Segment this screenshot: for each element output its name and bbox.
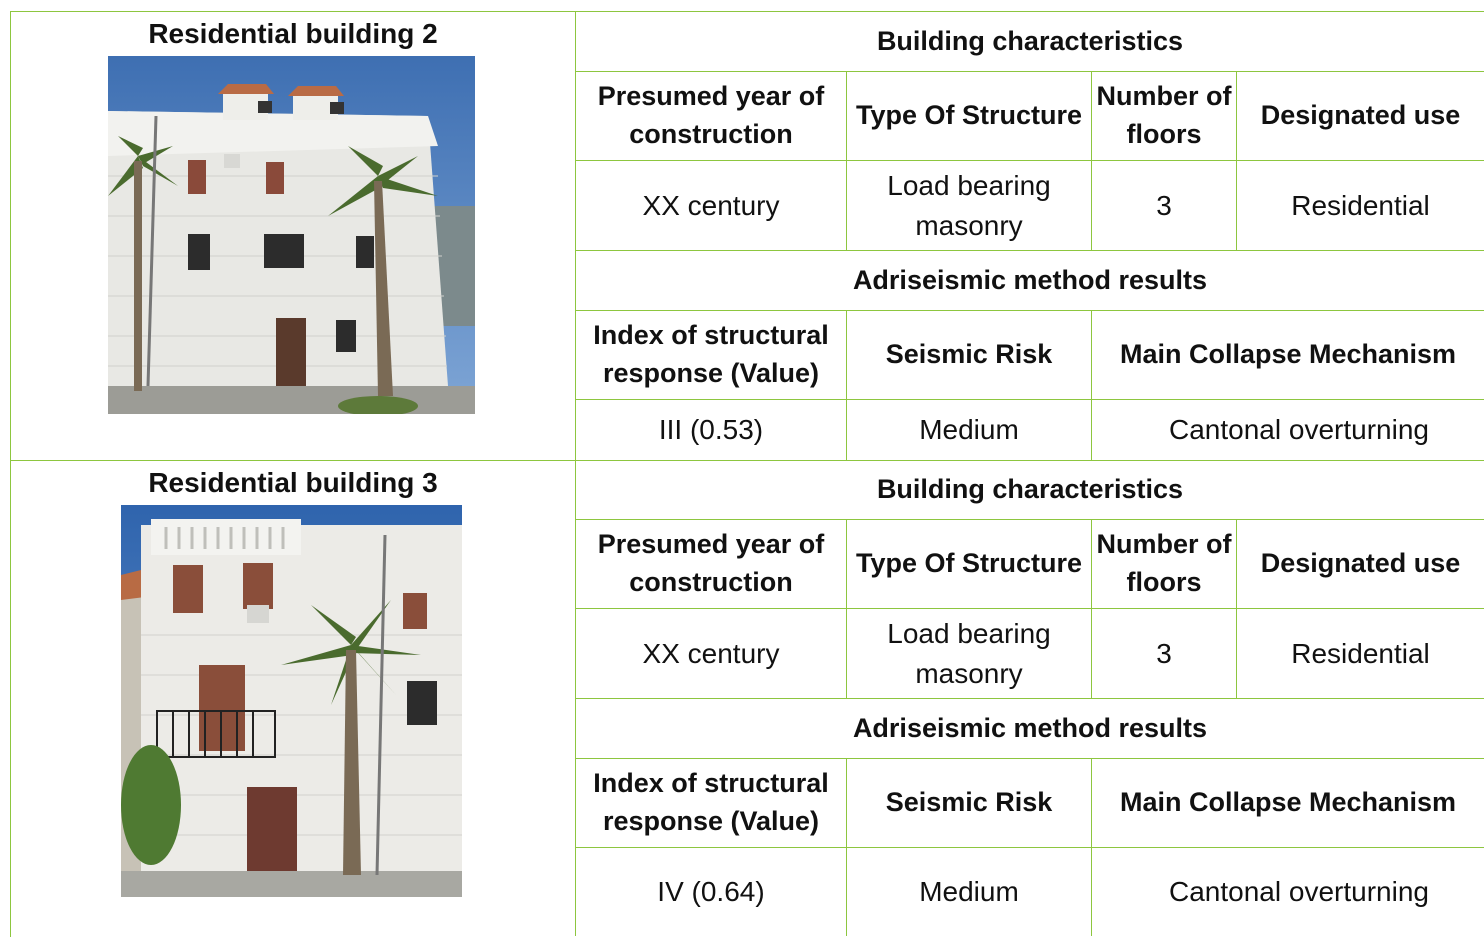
column-divider	[1091, 519, 1092, 698]
table-cell: Residential	[1291, 637, 1430, 669]
table-frame	[10, 11, 1484, 937]
building-title: Residential building 2	[148, 18, 438, 49]
column-divider	[846, 519, 847, 698]
row-divider	[576, 847, 1484, 848]
row-divider	[576, 758, 1484, 759]
column-header: Seismic Risk	[885, 787, 1053, 818]
table-cell: Load bearing masonry	[887, 618, 1051, 689]
characteristics-header: Building characteristics	[876, 474, 1184, 505]
table-cell: Cantonal overturning	[1169, 876, 1429, 908]
row-divider	[576, 698, 1484, 699]
column-divider	[575, 11, 576, 936]
building-title: Residential building 3	[148, 467, 438, 498]
column-divider	[846, 758, 847, 936]
column-divider	[1236, 71, 1237, 250]
row-divider	[576, 250, 1484, 251]
column-header: Type Of Structure	[855, 548, 1083, 579]
row-divider	[576, 310, 1484, 311]
table-cell: Residential	[1291, 189, 1430, 221]
table-cell: IV (0.64)	[657, 876, 765, 908]
column-divider	[1091, 310, 1092, 460]
table-cell: Cantonal overturning	[1169, 414, 1429, 446]
table-cell: Medium	[919, 414, 1019, 446]
row-divider	[576, 399, 1484, 400]
row-divider	[576, 608, 1484, 609]
column-header: Designated use	[1260, 548, 1461, 579]
column-header: Index of structural response (Value)	[593, 768, 829, 836]
table-cell: Medium	[919, 876, 1019, 908]
column-header: Seismic Risk	[885, 339, 1053, 370]
table-cell: 3	[1156, 637, 1172, 669]
building-photo	[121, 505, 462, 897]
row-divider	[576, 519, 1484, 520]
table-cell: XX century	[642, 637, 780, 669]
column-header: Designated use	[1260, 100, 1461, 131]
column-header: Presumed year of construction	[597, 81, 825, 149]
row-divider	[10, 460, 1484, 461]
row-divider	[576, 71, 1484, 72]
column-divider	[1236, 519, 1237, 698]
column-header: Number of floors	[1096, 529, 1232, 597]
column-divider	[1091, 758, 1092, 936]
characteristics-header: Building characteristics	[876, 25, 1184, 56]
row-divider	[576, 160, 1484, 161]
results-header: Adriseismic method results	[852, 712, 1208, 743]
column-header: Type Of Structure	[855, 100, 1083, 131]
table-cell: Load bearing masonry	[887, 170, 1051, 241]
column-header: Main Collapse Mechanism	[1119, 787, 1457, 818]
column-header: Presumed year of construction	[597, 529, 825, 597]
column-divider	[846, 71, 847, 250]
column-header: Main Collapse Mechanism	[1119, 339, 1457, 370]
results-header: Adriseismic method results	[852, 264, 1208, 295]
column-header: Index of structural response (Value)	[593, 320, 829, 388]
column-divider	[846, 310, 847, 460]
table-cell: 3	[1156, 189, 1172, 221]
column-header: Number of floors	[1096, 81, 1232, 149]
table-cell: XX century	[642, 189, 780, 221]
building-photo	[108, 56, 475, 414]
column-divider	[1091, 71, 1092, 250]
table-cell: III (0.53)	[658, 414, 764, 446]
